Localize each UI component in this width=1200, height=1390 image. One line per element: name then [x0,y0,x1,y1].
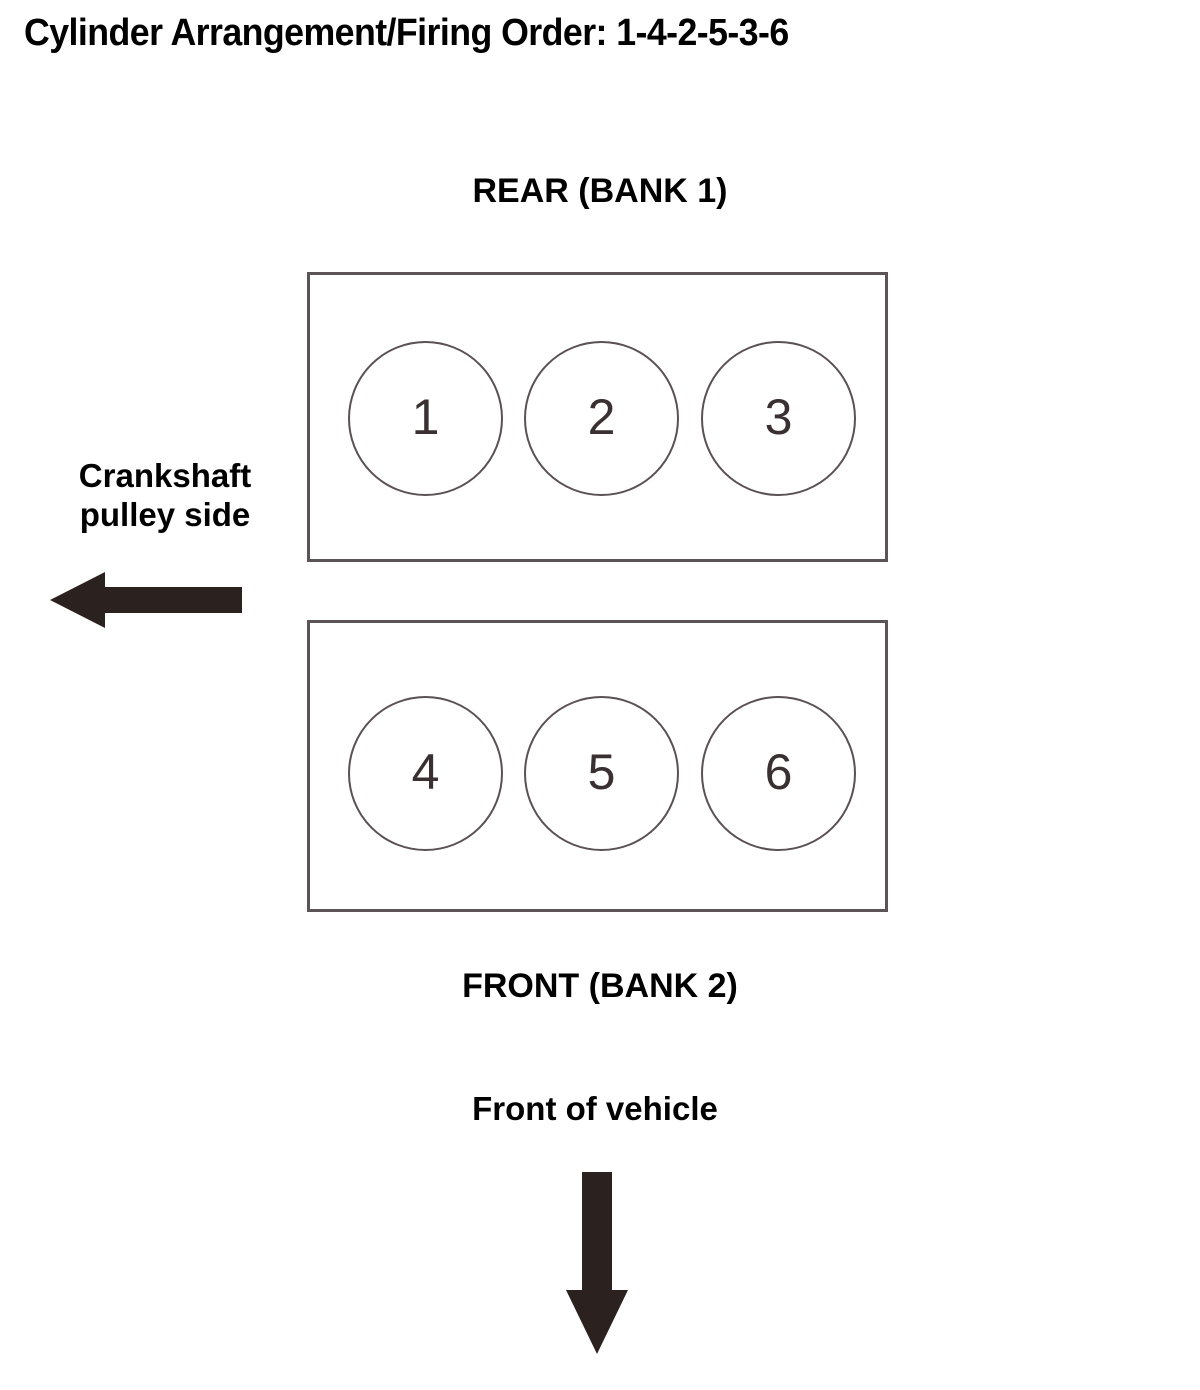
rear-bank-box: 1 2 3 [307,272,888,562]
crankshaft-label-line1: Crankshaft [78,457,252,494]
crankshaft-pulley-side-label: Crankshaft pulley side [40,457,290,535]
page-title: Cylinder Arrangement/Firing Order: 1-4-2… [24,12,789,54]
cylinder-5-label: 5 [587,743,616,800]
arrow-left-icon [50,570,242,630]
cylinder-3-label: 3 [764,388,793,445]
cylinder-1: 1 [348,341,503,496]
front-bank-caption: FRONT (BANK 2) [462,967,738,1005]
cylinder-4: 4 [348,696,503,851]
cylinder-2-label: 2 [587,388,616,445]
front-of-vehicle-label: Front of vehicle [472,1090,718,1127]
cylinder-5: 5 [524,696,679,851]
cylinder-1-label: 1 [411,388,440,445]
cylinder-6: 6 [701,696,856,851]
front-bank-box: 4 5 6 [307,620,888,912]
cylinder-2: 2 [524,341,679,496]
arrow-down-icon [562,1172,632,1354]
cylinder-3: 3 [701,341,856,496]
cylinder-4-label: 4 [411,743,440,800]
crankshaft-label-line2: pulley side [79,495,251,533]
rear-bank-caption: REAR (BANK 1) [472,172,728,210]
cylinder-6-label: 6 [764,743,793,800]
